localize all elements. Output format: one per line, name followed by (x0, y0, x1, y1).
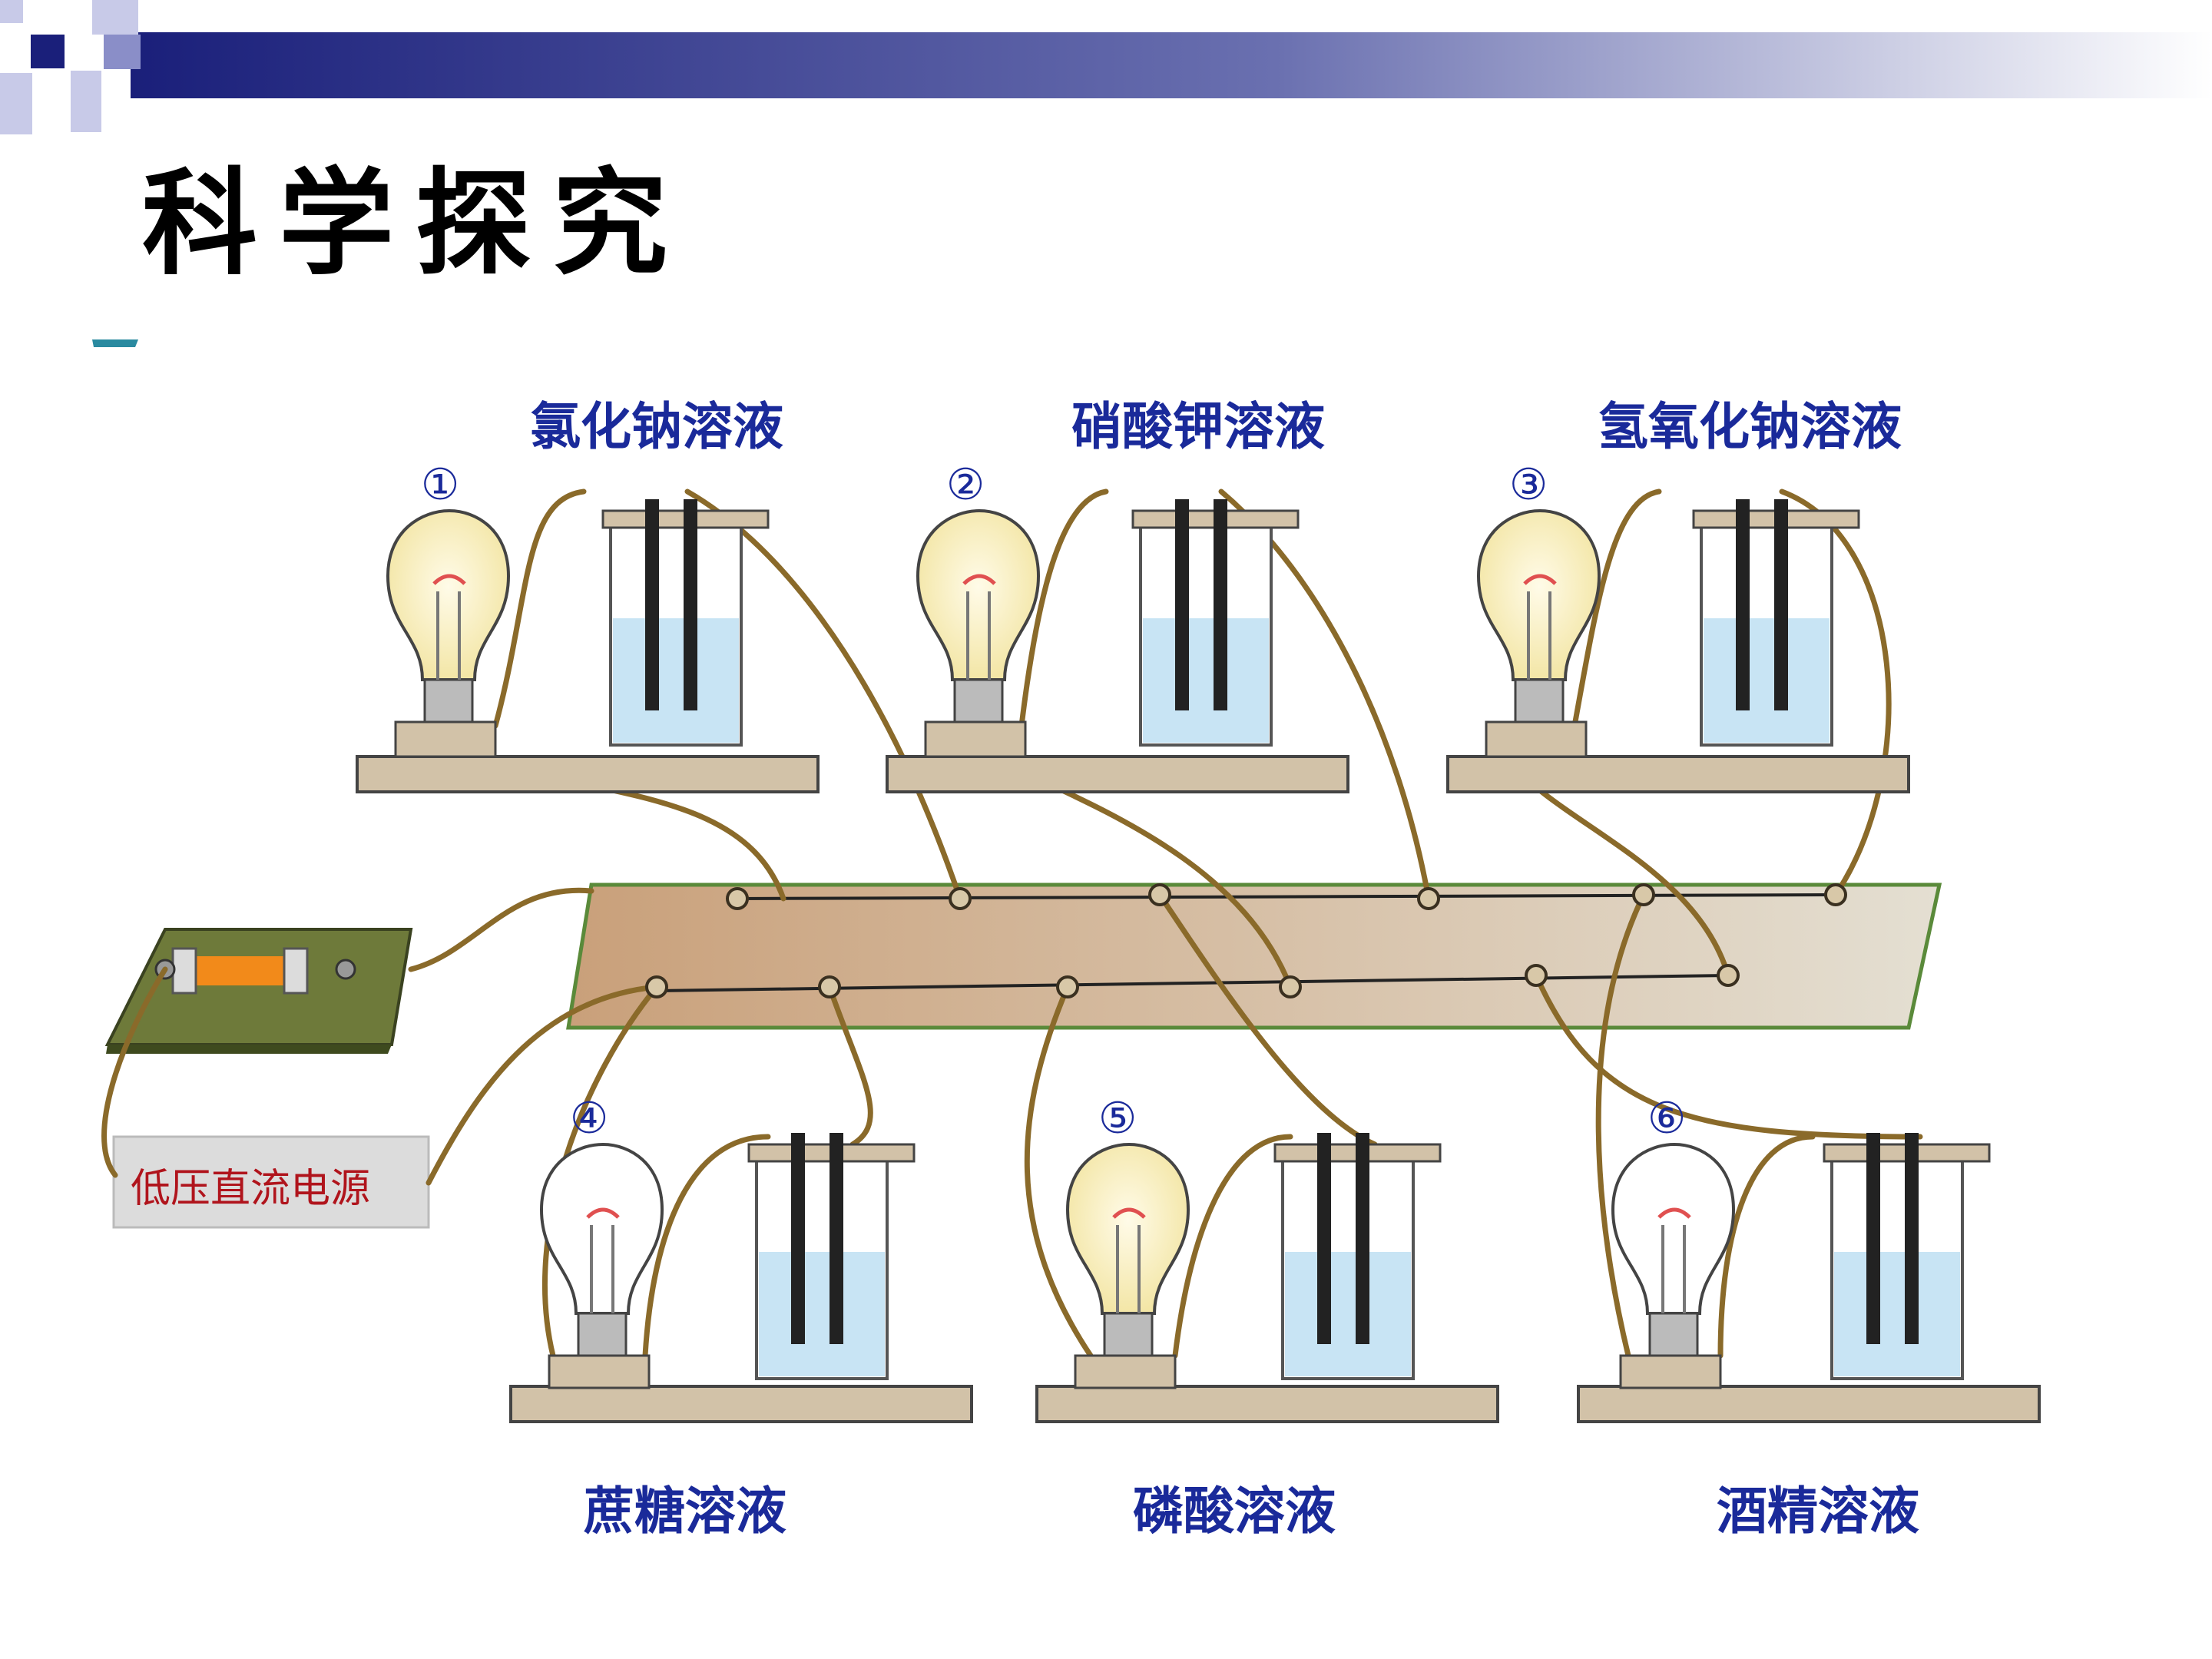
base-board (509, 1385, 973, 1423)
beaker-icon (747, 1133, 916, 1380)
setup-number-6: ⑥ (1647, 1094, 1686, 1144)
header-square (0, 0, 23, 23)
bulb-socket (394, 720, 497, 758)
setup-3 (1446, 499, 1910, 793)
bulb-socket (924, 720, 1027, 758)
base-board (1035, 1385, 1499, 1423)
light-bulb-icon (539, 1142, 664, 1357)
header-square (31, 35, 65, 68)
beaker-icon (601, 499, 770, 747)
header-decoration (0, 0, 2212, 134)
bulb-socket (1485, 720, 1588, 758)
setup-number-4: ④ (570, 1094, 608, 1144)
beaker-icon (1273, 1133, 1442, 1380)
base-board (1446, 755, 1910, 793)
solution-label-2: 硝酸钾溶液 (1071, 396, 1325, 456)
light-bulb-icon (916, 508, 1041, 724)
setup-1 (356, 499, 820, 793)
beaker-icon (1131, 499, 1300, 747)
slide-title: 科学探究 (142, 156, 690, 291)
light-bulb-icon (386, 508, 511, 724)
header-square (92, 0, 138, 35)
setup-number-3: ③ (1509, 460, 1548, 510)
header-gradient-bar (131, 32, 2212, 98)
light-bulb-icon (1611, 1142, 1736, 1357)
header-square (104, 35, 141, 69)
bulb-socket (548, 1354, 651, 1389)
solution-label-5: 磷酸溶液 (1133, 1481, 1336, 1541)
setup-5 (1035, 1133, 1499, 1423)
base-board (356, 755, 820, 793)
solution-label-6: 酒精溶液 (1717, 1481, 1919, 1541)
header-square (71, 71, 101, 132)
header-square (0, 73, 32, 134)
base-board (886, 755, 1349, 793)
setup-6 (1577, 1133, 2041, 1423)
power-supply-label: 低压直流电源 (131, 1166, 370, 1212)
bulb-socket (1074, 1354, 1177, 1389)
terminal-board (566, 882, 1942, 1030)
setup-4 (509, 1133, 973, 1423)
solution-label-1: 氯化钠溶液 (530, 396, 783, 456)
setup-2 (886, 499, 1349, 793)
power-supply (104, 928, 413, 1054)
base-board (1577, 1385, 2041, 1423)
beaker-icon (1823, 1133, 1991, 1380)
solution-label-3: 氢氧化钠溶液 (1598, 396, 1902, 456)
setup-number-1: ① (421, 460, 459, 510)
light-bulb-icon (1065, 1142, 1190, 1357)
power-supply-label-box (112, 1135, 430, 1229)
setup-number-2: ② (946, 460, 985, 510)
light-bulb-icon (1476, 508, 1601, 724)
board-terminals (645, 883, 1847, 998)
beaker-icon (1692, 499, 1860, 747)
solution-label-4: 蔗糖溶液 (584, 1481, 786, 1541)
corner-mark (92, 339, 138, 347)
bulb-socket (1619, 1354, 1722, 1389)
setup-number-5: ⑤ (1098, 1094, 1137, 1144)
